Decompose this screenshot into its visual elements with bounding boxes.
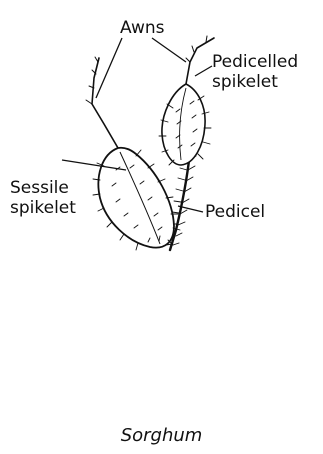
sessile-spikelet (93, 148, 180, 250)
pedicelled-spikelet-label: Pedicelled spikelet (212, 52, 298, 92)
pedicelled-spikelet-label-line-2: spikelet (212, 72, 298, 92)
awns-label: Awns (120, 18, 164, 38)
awns-leader-line (96, 38, 186, 98)
pedicelled-leader-line (195, 66, 212, 76)
sessile-spikelet-label-line-2: spikelet (10, 198, 76, 218)
sessile-spikelet-label-line-1: Sessile (10, 178, 76, 198)
pedicelled-spikelet-label-line-1: Pedicelled (212, 52, 298, 72)
figure-caption: Sorghum (0, 425, 323, 446)
sessile-spikelet-label: Sessile spikelet (10, 178, 76, 218)
pedicel-label: Pedicel (205, 202, 265, 222)
pedicelled-spikelet (159, 84, 211, 165)
pedicelled-awn (186, 38, 214, 84)
sessile-awn (92, 58, 118, 148)
